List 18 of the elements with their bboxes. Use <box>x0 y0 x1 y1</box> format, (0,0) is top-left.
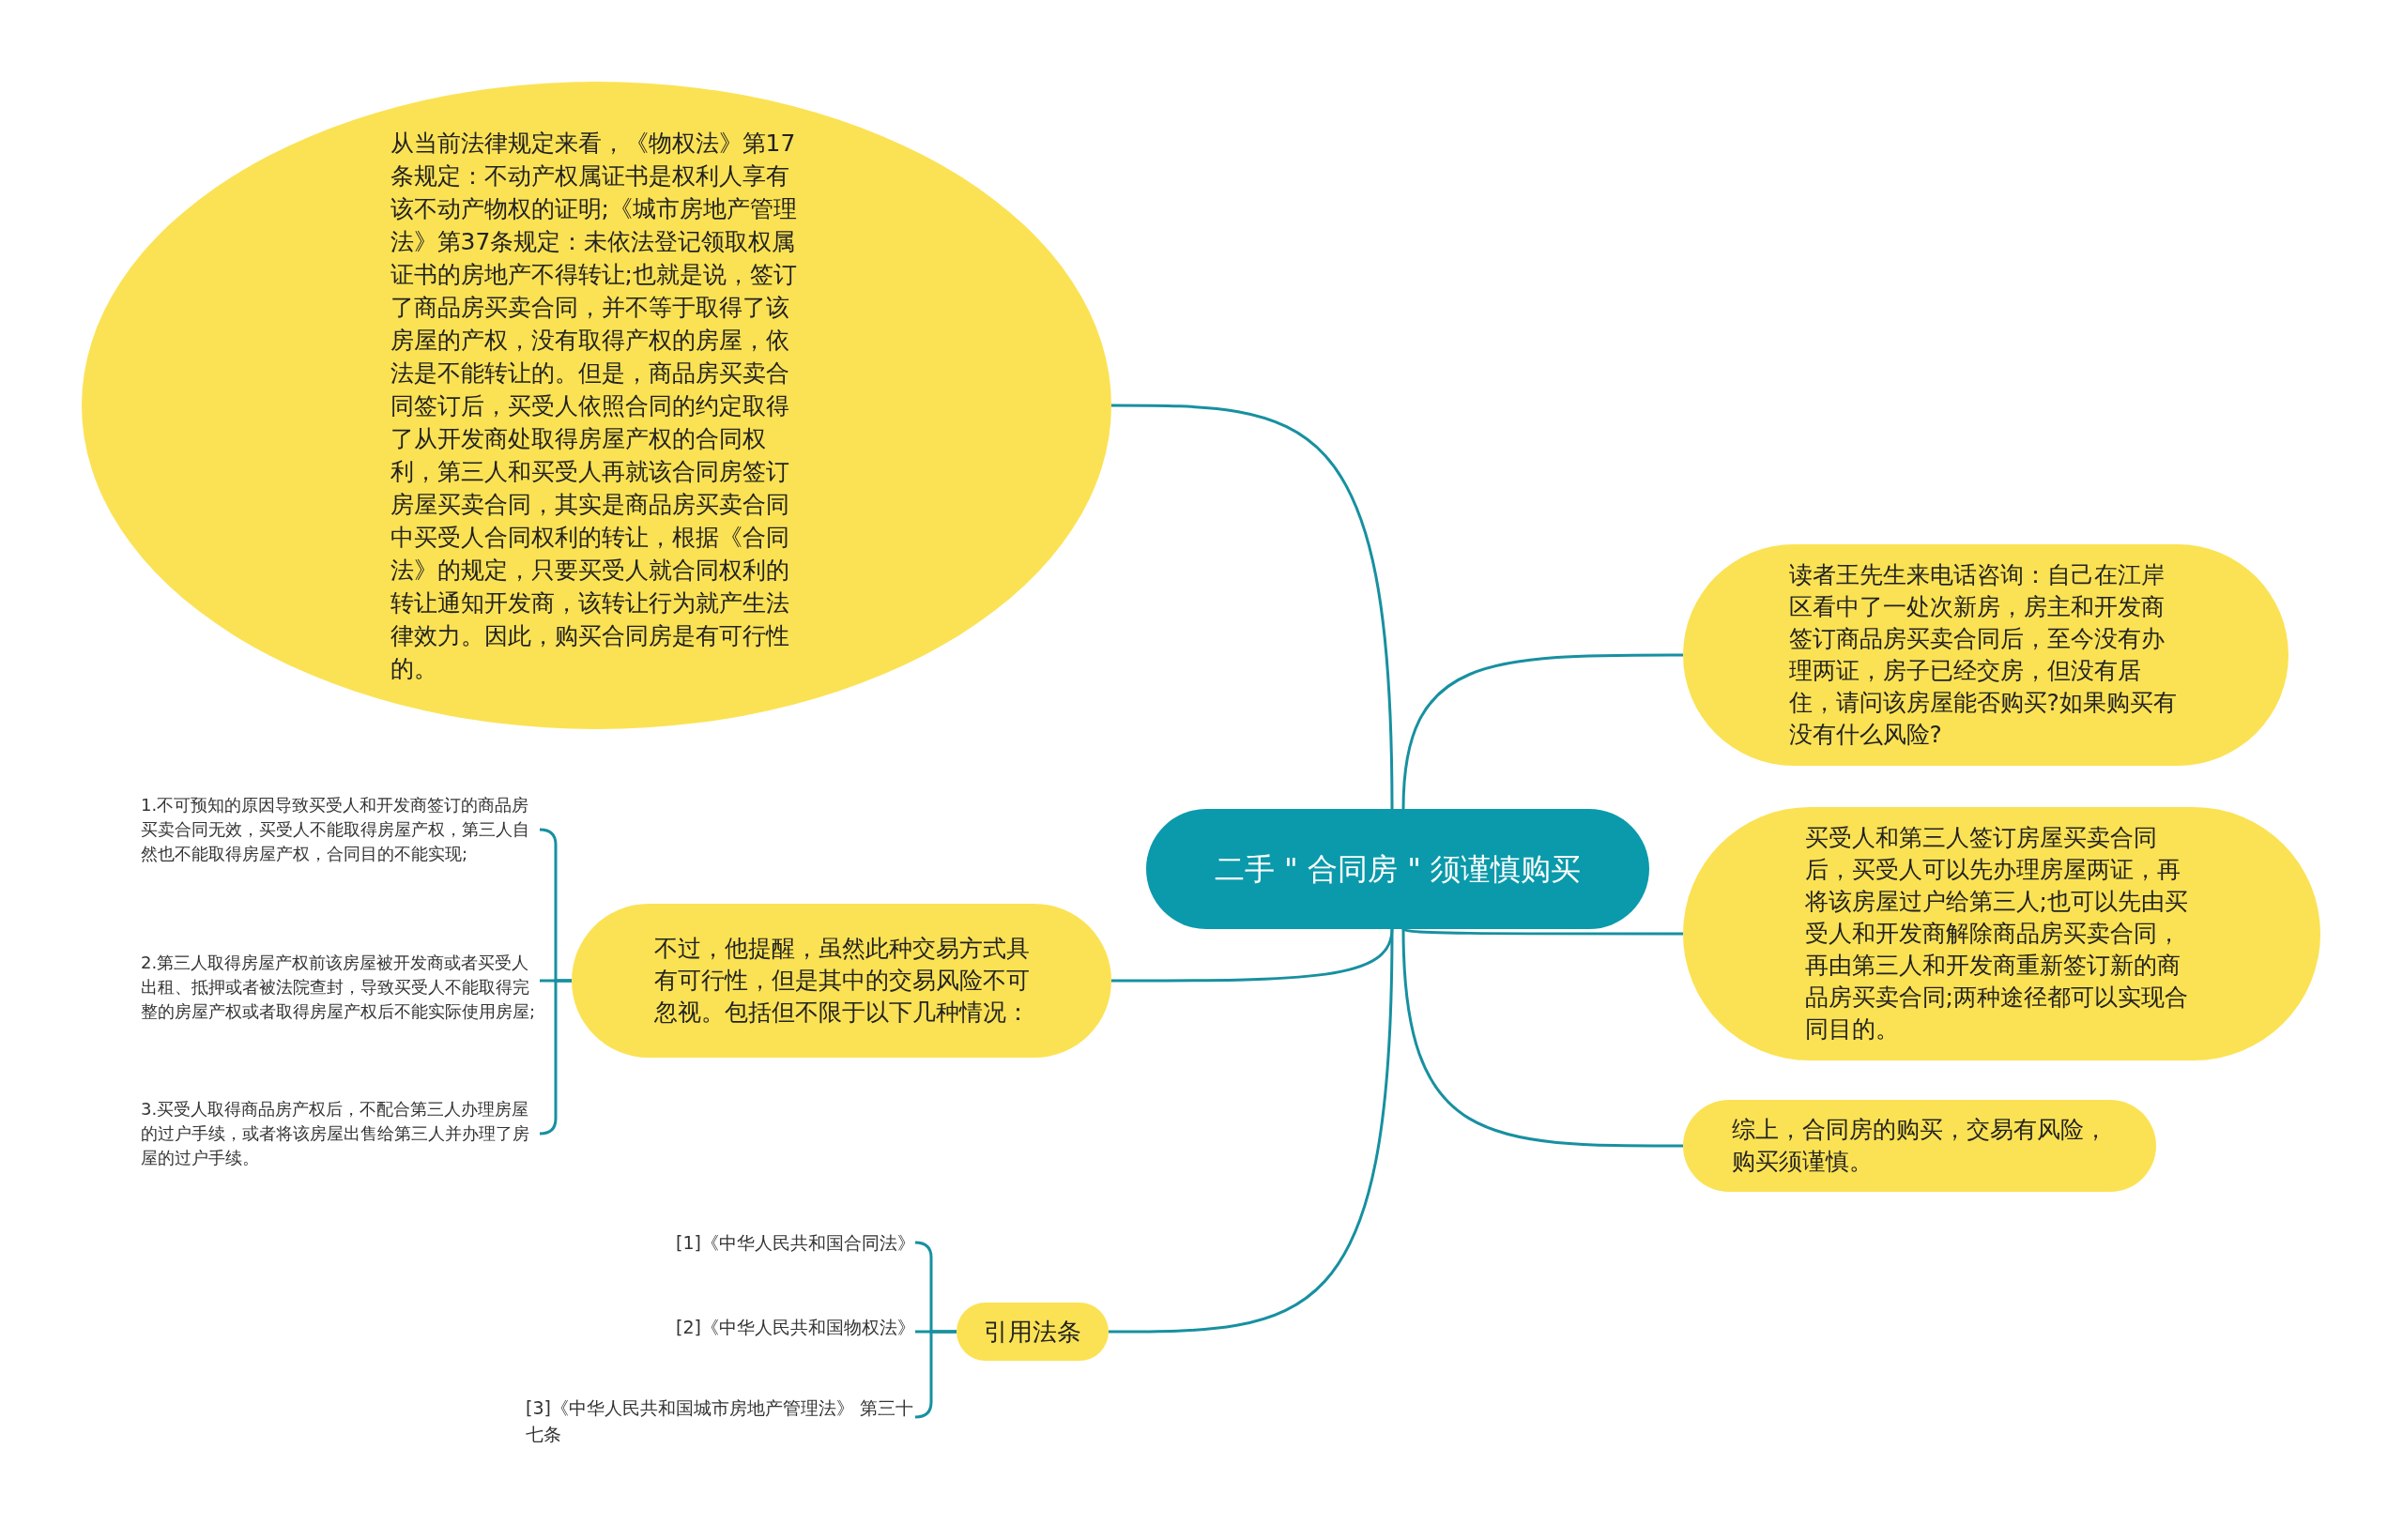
topic-text: 综上，合同房的购买，交易有风险，购买须谨慎。 <box>1732 1115 2107 1177</box>
connector-line <box>1401 653 1683 810</box>
note-text: 2.第三人取得房屋产权前该房屋被开发商或者买受人出租、抵押或者被法院查封，导致买受人不能取得完整的房屋产权或者取得房屋产权后不能实际使用房屋; <box>141 935 540 1040</box>
connector-line <box>1111 404 1394 810</box>
note-text: [3]《中华人民共和国城市房地产管理法》 第三十七条 <box>526 1393 915 1449</box>
topic-text: 引用法条 <box>983 1317 1082 1348</box>
note-text: 3.买受人取得商品房产权后，不配合第三人办理房屋的过户手续，或者将该房屋出售给第三人并办理了房屋的过户手续。 <box>141 1094 540 1173</box>
note-text: 1.不可预知的原因导致买受人和开发商签订的商品房买卖合同无效，买受人不能取得房屋产权，第三人自然也不能取得房屋产权，合同目的不能实现; <box>141 779 540 880</box>
note-text: [2]《中华人民共和国物权法》 <box>563 1310 915 1344</box>
topic-text: 读者王先生来电话咨询：自己在江岸区看中了一处次新房，房主和开发商签订商品房买卖合同后，至今没有办理两证，房子已经交房，但没有居住，请问该房屋能否购买?如果购买有没有什么风险? <box>1788 560 2178 750</box>
connector-line <box>1402 927 1683 936</box>
topic-text: 从当前法律规定来看，《物权法》第17条规定：不动产权属证书是权利人享有该不动产物权的证明;《城市房地产管理法》第37条规定：未依法登记领取权属证书的房地产不得转让;也就是说，签订了商品房买卖合同，并不等于取得了该房屋的产权，没有取得产权的房屋，依法是不能转让的。但是，商品房买卖合同签订后，买受人依照合同的约定取得了从开发商处取得房屋产权的合同权利，第三人和买受人再就该合同房签订房屋买卖合同，其实是商品房买卖合同中买受人合同权利的转让，根据《合同法》的规定，只要买受人就合同权利的转让通知开发商，该转让行为就产生法律效力。因此，购买合同房是有可行性的。 <box>390 128 798 684</box>
topic-text: 二手 " 合同房 " 须谨慎购买 <box>1213 850 1583 889</box>
connector-line <box>1401 928 1683 1148</box>
topic-text: 买受人和第三人签订房屋买卖合同后，买受人可以先办理房屋两证，再将该房屋过户给第三人;也可以先由买受人和开发商解除商品房买卖合同，再由第三人和开发商重新签订新的商品房买卖合同;两种途径都可以实现合同目的。 <box>1804 823 2189 1044</box>
topic-text: 不过，他提醒，虽然此种交易方式具有可行性，但是其中的交易风险不可忽视。包括但不限于以下几种情况： <box>653 934 1030 1028</box>
connector-line <box>1109 928 1394 1334</box>
note-text: [1]《中华人民共和国合同法》 <box>563 1226 915 1259</box>
